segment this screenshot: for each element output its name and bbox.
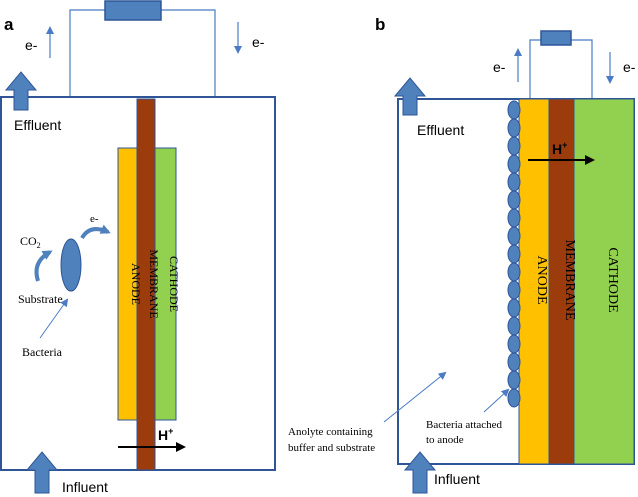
panel-b-electron-up-label: e- — [493, 59, 506, 75]
panel-b-membrane-label: MEMBRANE — [562, 240, 577, 321]
panel-a-label: a — [4, 15, 14, 34]
panel-b-effluent-arrow — [393, 77, 427, 116]
panel-a-effluent-label: Effluent — [14, 117, 61, 133]
panel-b-influent-label: Influent — [434, 471, 480, 487]
panel-a-influent-arrow — [25, 451, 59, 494]
panel-b-anolyte-label-line2: buffer and substrate — [288, 442, 375, 454]
panel-a-substrate-label: Substrate — [18, 292, 63, 306]
biofilm-bacterium — [507, 208, 521, 228]
panel-b-bacteria-attached-label-line2: to anode — [426, 434, 464, 446]
panel-b-electron-down-label: e- — [623, 59, 636, 75]
biofilm-bacterium — [507, 352, 521, 372]
panel-a-circuit-wire — [69, 9, 216, 97]
biofilm-bacterium — [507, 370, 521, 390]
panel-a-co2-label: CO2 — [20, 234, 41, 250]
panel-a-electron-small-label: e- — [90, 213, 99, 225]
panel-b-bacteria-attached-pointer — [483, 388, 510, 413]
biofilm-bacterium — [507, 100, 521, 120]
panel-b-influent-arrow — [403, 451, 437, 494]
panel-a-bacteria-label: Bacteria — [22, 345, 63, 359]
panel-b-cathode-label: CATHODE — [605, 247, 620, 312]
biofilm-bacterium — [507, 334, 521, 354]
panel-a-membrane-label: MEMBRANE — [147, 249, 161, 318]
panel-a-membrane — [136, 98, 156, 471]
biofilm-bacterium — [507, 280, 521, 300]
biofilm-bacterium — [507, 136, 521, 156]
panel-a-electron-down-label: e- — [252, 34, 265, 50]
panel-a-proton-label: H+ — [158, 426, 173, 443]
panel-b-effluent-label: Effluent — [417, 122, 464, 138]
biofilm-bacterium — [507, 262, 521, 282]
panel-a-bacteria-pointer — [39, 298, 69, 339]
biofilm-bacterium — [507, 172, 521, 192]
panel-b-label: b — [375, 15, 385, 34]
panel-a-bacterium — [60, 238, 82, 292]
panel-b-anode-label: ANODE — [534, 256, 549, 305]
biofilm-bacterium — [507, 118, 521, 138]
panel-b: b e- e- Effluent Influent ANODE MEMBRANE… — [288, 15, 636, 494]
panel-b-circuit-wire — [529, 39, 593, 99]
panel-a-influent-label: Influent — [62, 479, 108, 495]
panel-a-cathode-label: CATHODE — [167, 256, 181, 312]
biofilm-bacterium — [507, 154, 521, 174]
panel-b-bacteria-attached-label-line1: Bacteria attached — [426, 419, 503, 431]
panel-a-effluent-arrow — [4, 71, 38, 111]
panel-a: a e- e- Effluent Influent ANODE MEMBRANE… — [0, 0, 276, 495]
biofilm-bacterium — [507, 190, 521, 210]
biofilm-bacterium — [507, 316, 521, 336]
panel-b-biofilm — [507, 100, 521, 408]
panel-b-proton-label: H+ — [552, 140, 567, 157]
biofilm-bacterium — [507, 388, 521, 408]
panel-a-substrate-curve-arrow — [34, 250, 53, 282]
panel-a-anode-label: ANODE — [129, 263, 143, 305]
panel-b-anolyte-pointer — [383, 371, 447, 423]
biofilm-bacterium — [507, 298, 521, 318]
panel-b-resistor — [540, 30, 572, 46]
biofilm-bacterium — [507, 244, 521, 264]
panel-a-electron-curve-arrow — [80, 224, 111, 240]
panel-a-electron-up-label: e- — [25, 37, 38, 53]
biofilm-bacterium — [507, 226, 521, 246]
panel-b-anolyte-label-line1: Anolyte containing — [288, 426, 373, 438]
panel-b-cathode — [573, 98, 635, 465]
panel-a-resistor — [104, 0, 162, 21]
